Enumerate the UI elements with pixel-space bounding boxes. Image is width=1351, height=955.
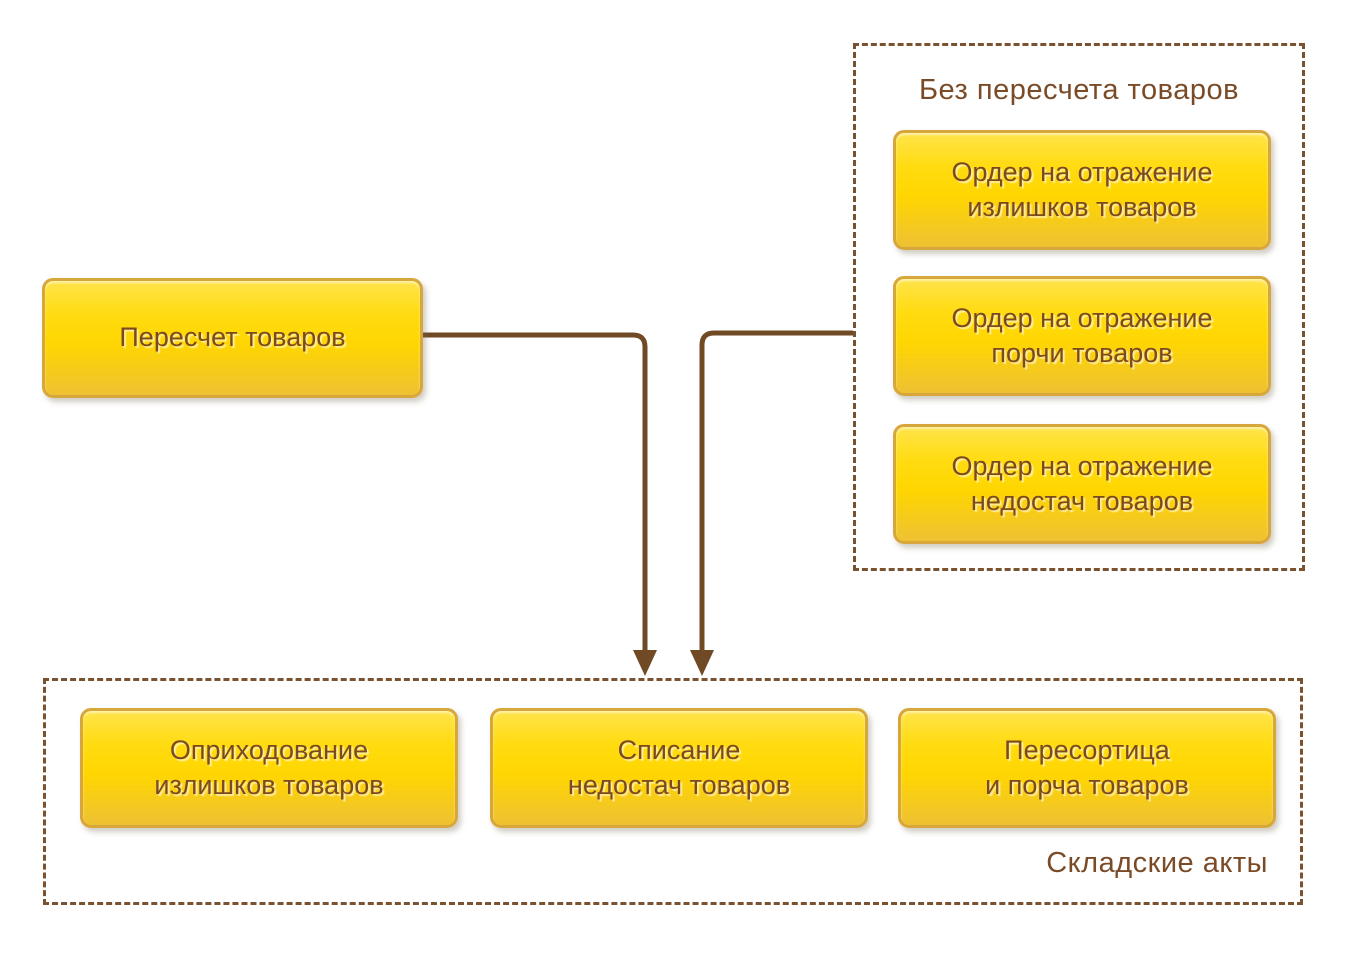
box-oprihodovanie: Оприходование излишков товаров [80,708,458,828]
box-label: Пересортица и порча товаров [985,734,1189,800]
box-label: Ордер на отражение порчи товаров [951,302,1213,368]
box-label: Пересчет товаров [119,322,346,353]
box-label: Ордер на отражение недостач товаров [951,450,1213,516]
box-label: Списание недостач товаров [567,734,791,800]
box-pereschet-tovarov: Пересчет товаров [42,278,423,398]
arrowhead-left-icon [633,650,657,676]
group-skladskie-akty: Оприходование излишков товаров Списание … [43,678,1303,905]
group-title: Без пересчета товаров [918,74,1239,106]
box-peresortitsa: Пересортица и порча товаров [898,708,1276,828]
box-label: Оприходование излишков товаров [154,734,384,800]
box-order-izlishki: Ордер на отражение излишков товаров [893,130,1271,250]
connector-from-orders [699,330,853,652]
arrowhead-right-icon [690,650,714,676]
connector-from-pereschet [423,332,648,652]
box-spisanie: Списание недостач товаров [490,708,868,828]
box-order-nedostachi: Ордер на отражение недостач товаров [893,424,1271,544]
box-label: Ордер на отражение излишков товаров [951,156,1213,222]
group-bez-pereschyota: Без пересчета товаров Ордер на отражение… [853,43,1305,571]
group-title: Складские акты [1046,847,1268,879]
box-order-porcha: Ордер на отражение порчи товаров [893,276,1271,396]
